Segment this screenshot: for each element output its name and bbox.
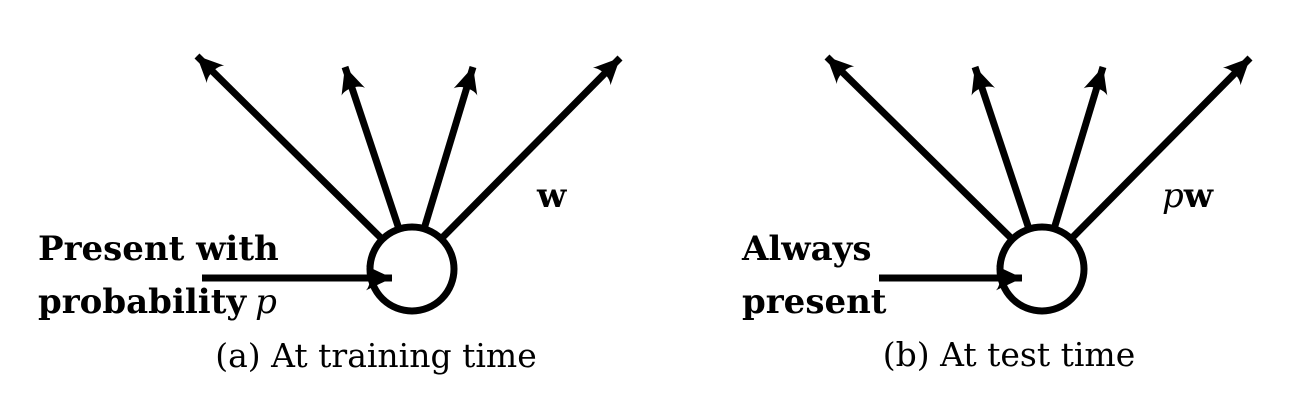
annotation-line2: present xyxy=(742,282,887,322)
panel-caption: (a) At training time xyxy=(215,336,537,375)
probability-symbol: p xyxy=(255,282,277,322)
weight-arrow xyxy=(420,65,478,231)
weight-arrow xyxy=(438,55,623,242)
weight-arrow xyxy=(1068,55,1253,242)
weight-arrow xyxy=(971,65,1033,231)
annotation-line1: Present with xyxy=(38,229,279,269)
probability-symbol: p xyxy=(1162,176,1184,216)
weight-arrow xyxy=(194,53,385,242)
weight-arrow xyxy=(1050,65,1108,231)
weight-label: w xyxy=(536,176,567,216)
neuron-circle xyxy=(996,223,1088,315)
annotation-line1: Always xyxy=(741,229,872,269)
weight-arrow xyxy=(341,65,403,231)
neuron-circle xyxy=(366,223,458,315)
weight-arrow xyxy=(824,54,1015,242)
panel-test: Always present pw (b) At test time xyxy=(741,54,1253,374)
weight-label: pw xyxy=(1162,176,1214,216)
panel-caption: (b) At test time xyxy=(883,335,1135,374)
